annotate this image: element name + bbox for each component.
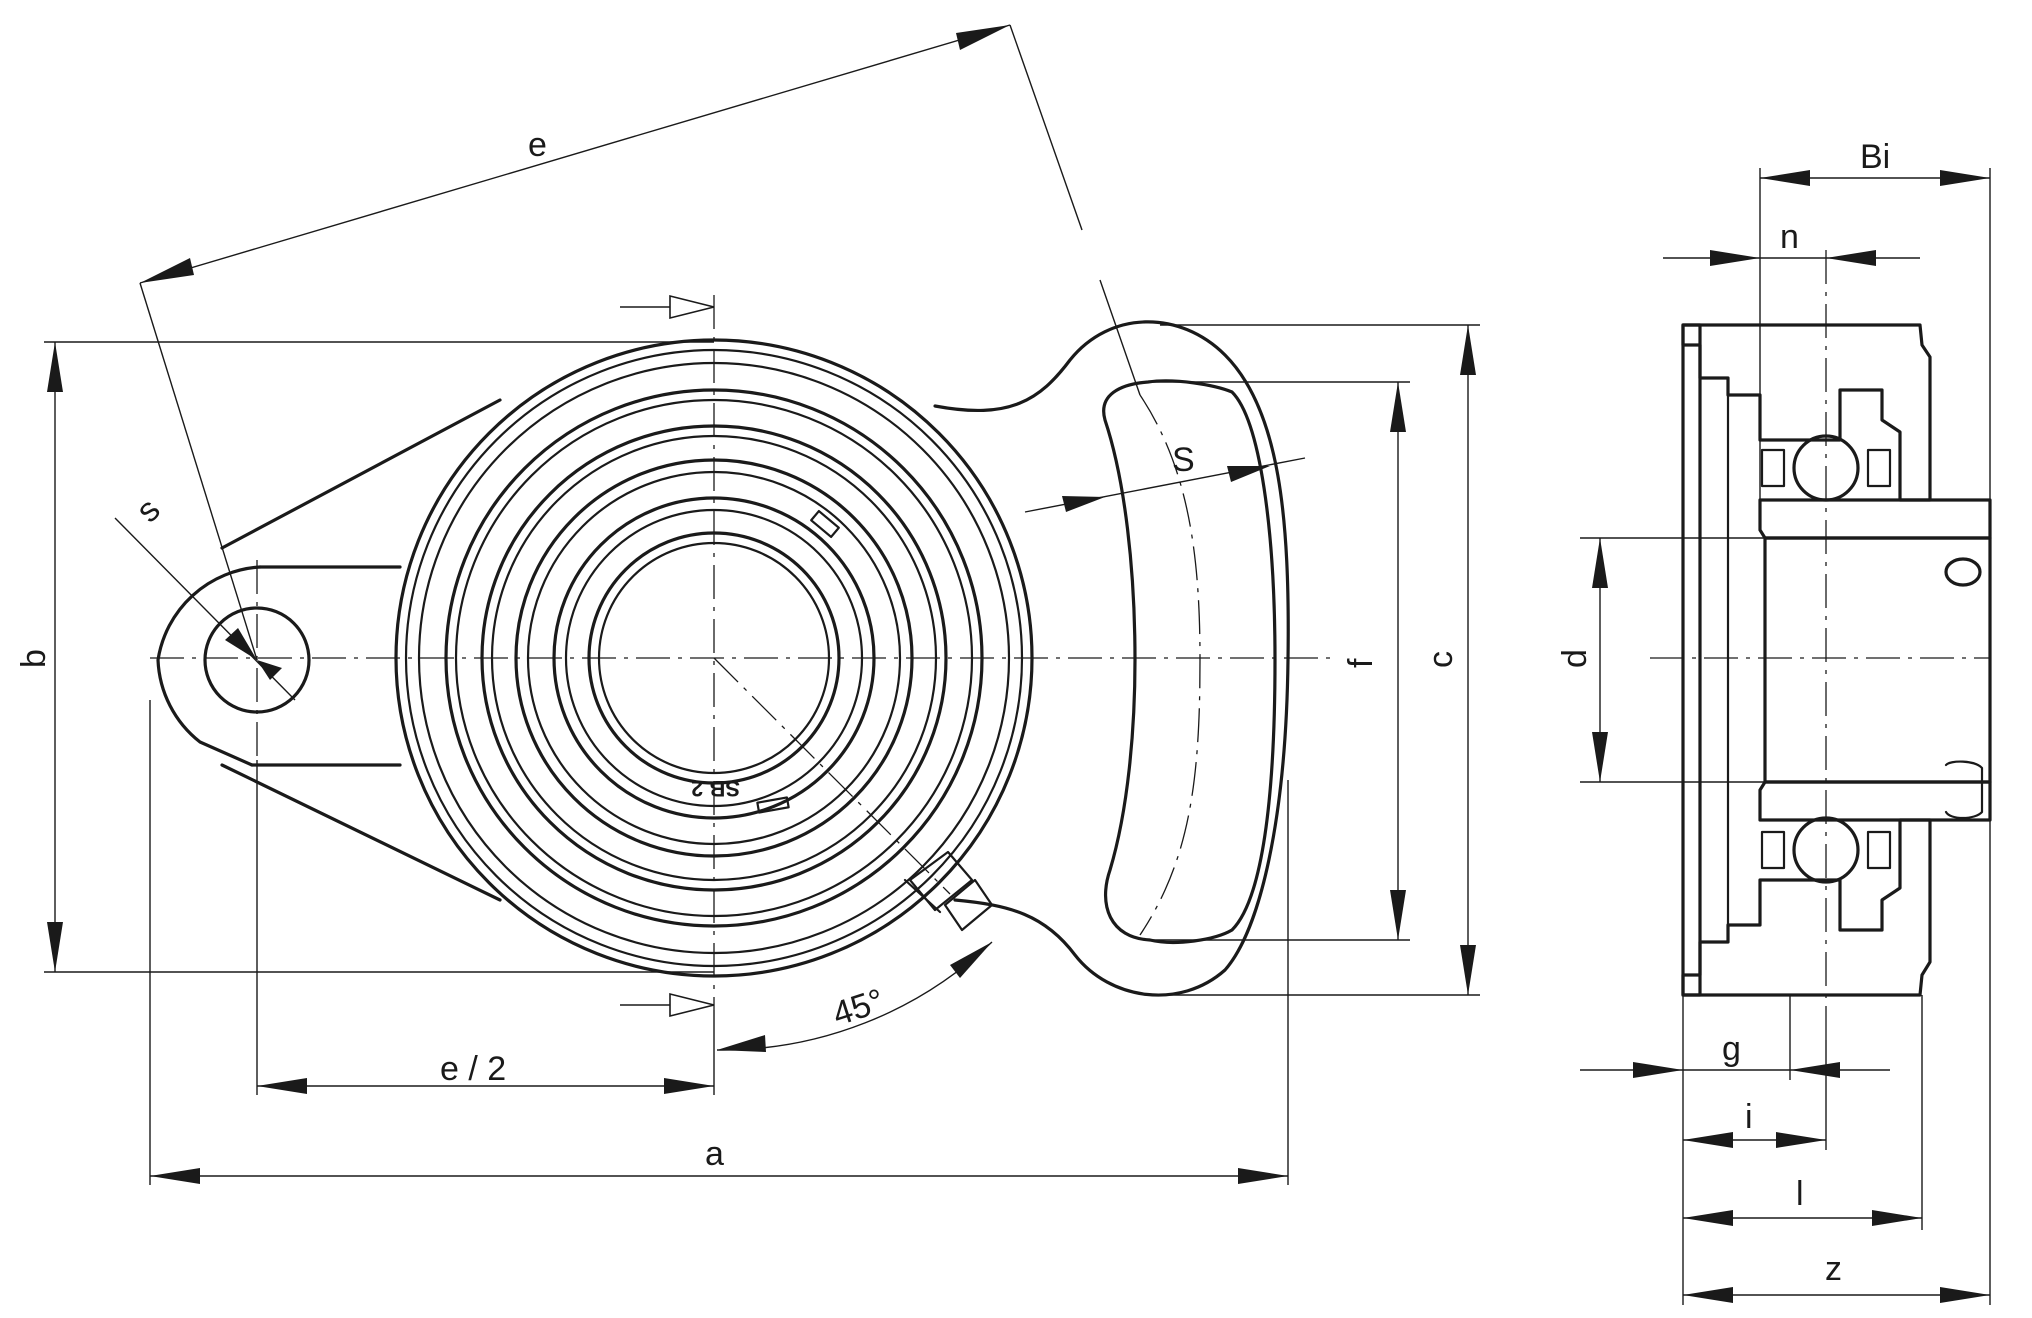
dim-d: d bbox=[1556, 537, 1765, 783]
dim-f: f bbox=[1150, 381, 1410, 941]
dim-angle-label: 45° bbox=[828, 982, 889, 1034]
dim-s-large: S bbox=[1024, 441, 1306, 513]
dim-l: l bbox=[1682, 995, 1923, 1230]
dim-i-label: i bbox=[1745, 1098, 1753, 1136]
dim-e-label: e bbox=[528, 126, 547, 164]
dim-e-half-label: e / 2 bbox=[440, 1050, 506, 1088]
dim-z: z bbox=[1682, 820, 1991, 1305]
dim-b: b bbox=[15, 341, 714, 973]
section-view bbox=[1650, 250, 1992, 1040]
dim-a: a bbox=[149, 700, 1289, 1185]
inner-ring-upper bbox=[1758, 498, 1992, 540]
dim-i: i bbox=[1682, 1040, 1827, 1150]
dim-b-label: b bbox=[15, 649, 53, 668]
section-centre-lines bbox=[1650, 250, 1990, 1040]
dim-s-large-label: S bbox=[1172, 441, 1195, 479]
housing-section-upper bbox=[1681, 323, 1932, 502]
section-markers bbox=[620, 294, 715, 1018]
housing-section-lower bbox=[1681, 818, 1932, 997]
dim-s-small-label: s bbox=[129, 491, 168, 530]
dim-g-label: g bbox=[1722, 1030, 1741, 1068]
dim-e: e bbox=[139, 24, 1141, 661]
dim-angle: 45° bbox=[716, 941, 993, 1052]
dim-n-label: n bbox=[1780, 218, 1799, 256]
front-view: SB 2 bbox=[150, 294, 1335, 1018]
grease-nipple bbox=[903, 850, 994, 932]
bearing-mark-text: SB 2 bbox=[691, 776, 740, 801]
dim-n: n bbox=[1663, 218, 1920, 266]
dim-bi-label: Bi bbox=[1860, 138, 1890, 176]
dim-c: c bbox=[1160, 324, 1480, 996]
dim-d-label: d bbox=[1556, 649, 1594, 668]
dim-z-label: z bbox=[1825, 1250, 1842, 1288]
flange-outline bbox=[1681, 323, 1762, 997]
section-dimensions: Bi n d g bbox=[1556, 138, 1991, 1305]
dim-l-label: l bbox=[1796, 1175, 1804, 1213]
dim-c-label: c bbox=[1422, 651, 1460, 668]
dim-f-label: f bbox=[1342, 658, 1380, 668]
bore-outline bbox=[1763, 498, 1992, 822]
front-dimensions: e s S b bbox=[15, 24, 1480, 1185]
dim-g: g bbox=[1580, 995, 1890, 1080]
dim-e-half: e / 2 bbox=[256, 760, 715, 1095]
dim-a-label: a bbox=[705, 1135, 724, 1173]
dim-bi: Bi bbox=[1759, 138, 1991, 500]
inner-ring-lower bbox=[1758, 780, 1992, 822]
